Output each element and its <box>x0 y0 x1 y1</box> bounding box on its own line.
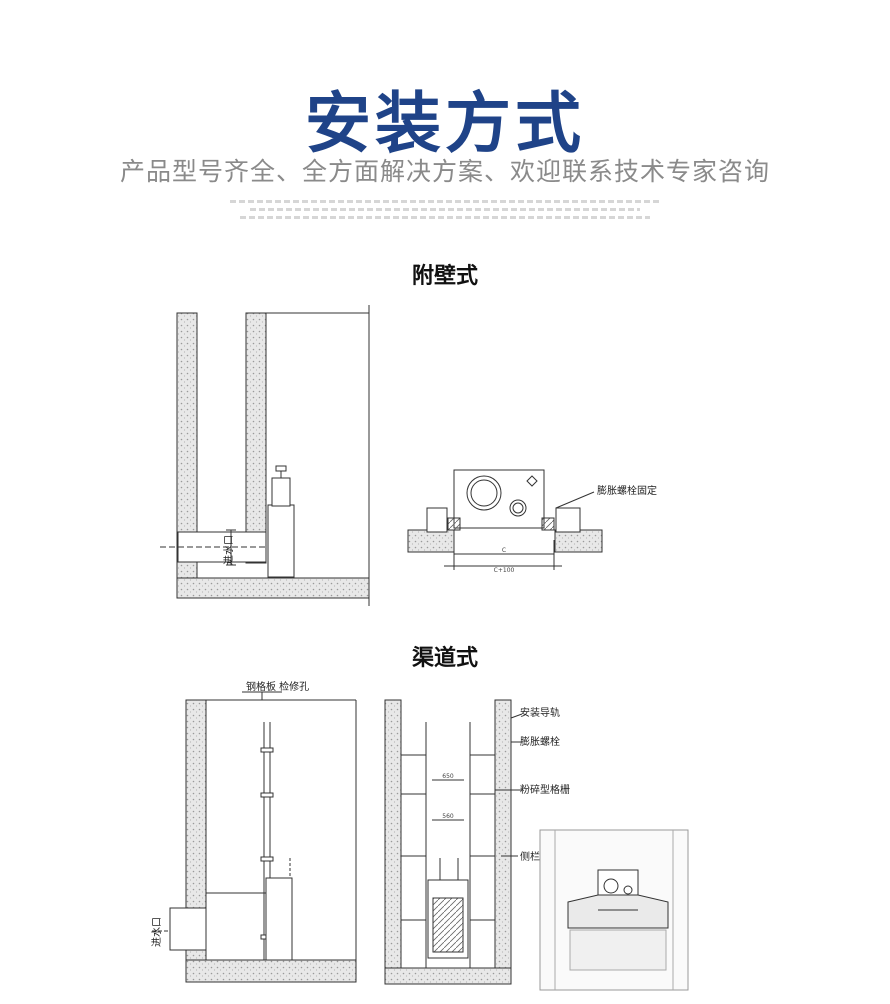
decorative-fine-print <box>240 216 650 219</box>
channel-bolt-label: 膨胀螺栓 <box>520 735 560 748</box>
wall-inlet-label: 进水口 <box>223 535 235 565</box>
channel-dim-560: 560 <box>442 813 454 820</box>
channel-top-diagram <box>539 829 689 991</box>
decorative-fine-print <box>250 208 640 211</box>
page-title: 安装方式 <box>305 85 585 162</box>
wall-dim-outer: C+100 <box>494 567 515 574</box>
wall-bolt-label: 膨胀螺栓固定 <box>597 484 657 497</box>
section-title-wall: 附壁式 <box>411 264 478 289</box>
channel-side-label: 侧栏 <box>520 850 540 863</box>
page-subtitle: 产品型号齐全、全方面解决方案、欢迎联系技术专家咨询 <box>119 157 770 186</box>
decorative-fine-print <box>230 200 660 203</box>
channel-grinder-label: 粉碎型格栅 <box>520 783 570 796</box>
wall-plan-diagram <box>407 469 603 570</box>
channel-grating-label: 钢格板 检修孔 <box>246 680 309 693</box>
channel-rail-label: 安装导轨 <box>520 706 560 719</box>
channel-front-diagram <box>384 699 523 985</box>
channel-section-diagram <box>152 691 357 983</box>
wall-section-diagram <box>160 305 370 606</box>
channel-inlet-label: 进水口 <box>151 917 163 947</box>
channel-dim-650: 650 <box>442 773 454 780</box>
section-title-channel: 渠道式 <box>411 646 478 671</box>
wall-dim-inner: C <box>502 547 506 554</box>
